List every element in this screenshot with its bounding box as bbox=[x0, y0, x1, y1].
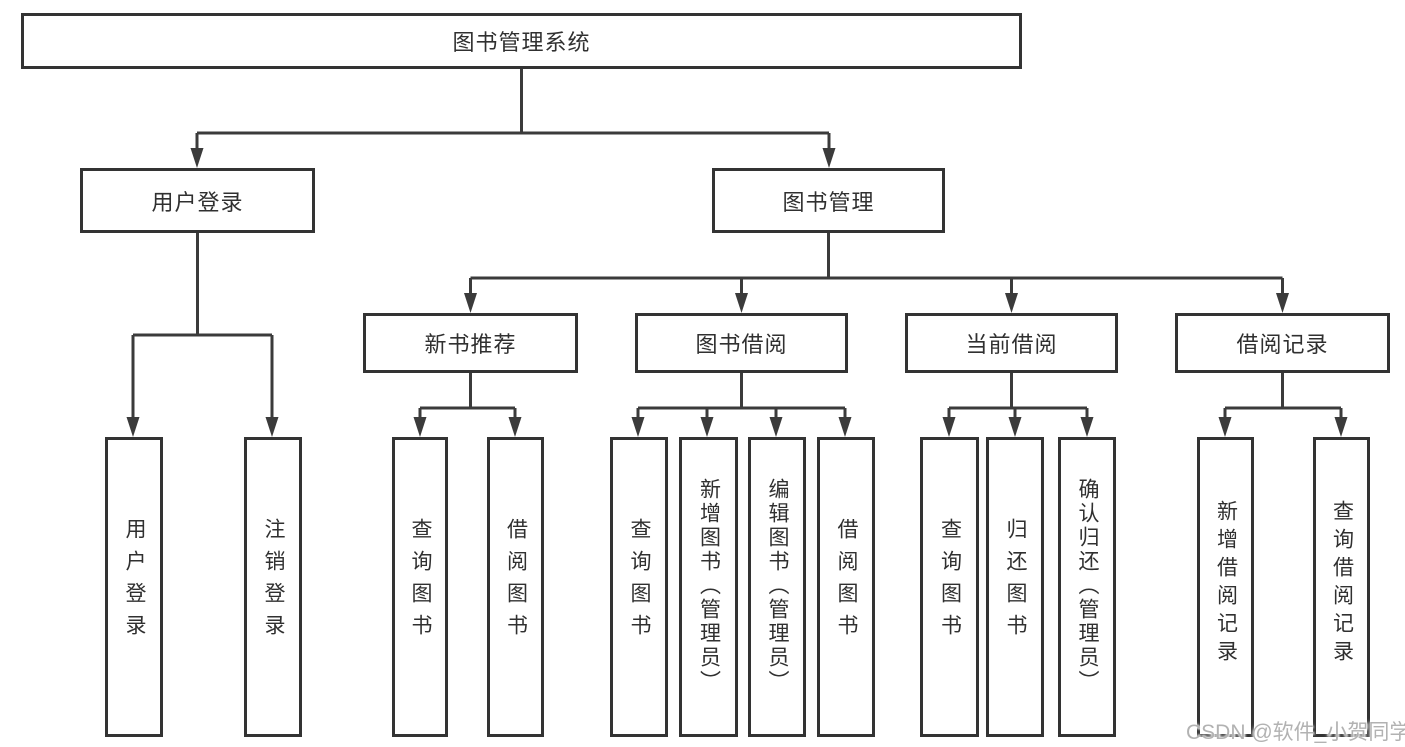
node-root: 图书管理系统 bbox=[21, 13, 1022, 69]
leaf-return-books-label: 归还图书 bbox=[1004, 517, 1027, 646]
leaf-user-login: 用户登录 bbox=[105, 437, 163, 737]
leaf-add-borrow-record-label: 新增借阅记录 bbox=[1214, 499, 1238, 668]
node-user-login: 用户登录 bbox=[80, 168, 315, 233]
leaf-query-books-current-label: 查询图书 bbox=[938, 517, 962, 646]
node-user-login-label: 用户登录 bbox=[151, 189, 244, 215]
node-book-borrow-label: 图书借阅 bbox=[695, 332, 788, 357]
node-book-borrow: 图书借阅 bbox=[635, 313, 848, 373]
node-current-borrow-label: 当前借阅 bbox=[965, 332, 1058, 357]
leaf-add-books-admin-label: 新增图书（管理员） bbox=[697, 477, 721, 694]
node-root-label: 图书管理系统 bbox=[452, 30, 591, 55]
leaf-query-borrow-record-label: 查询借阅记录 bbox=[1330, 499, 1354, 668]
watermark-text: CSDN @软件_小贺同学 bbox=[1186, 721, 1405, 744]
leaf-edit-books-admin-label: 编辑图书（管理员） bbox=[766, 477, 789, 694]
leaf-borrow-books-label: 借阅图书 bbox=[835, 517, 858, 646]
leaf-query-books-current: 查询图书 bbox=[920, 437, 979, 737]
node-new-book-recommend: 新书推荐 bbox=[363, 313, 578, 373]
leaf-return-books: 归还图书 bbox=[986, 437, 1044, 737]
node-new-book-recommend-label: 新书推荐 bbox=[424, 332, 517, 357]
leaf-logout: 注销登录 bbox=[244, 437, 302, 737]
arrow-down-icon bbox=[126, 148, 1348, 437]
leaf-query-books-borrow-label: 查询图书 bbox=[628, 517, 651, 646]
leaf-edit-books-admin: 编辑图书（管理员） bbox=[748, 437, 806, 737]
leaf-add-borrow-record: 新增借阅记录 bbox=[1197, 437, 1254, 737]
leaf-confirm-return-admin-label: 确认归还（管理员） bbox=[1076, 477, 1099, 694]
node-borrow-records-label: 借阅记录 bbox=[1236, 332, 1329, 357]
leaf-user-login-label: 用户登录 bbox=[123, 517, 146, 646]
leaf-add-books-admin: 新增图书（管理员） bbox=[679, 437, 738, 737]
leaf-logout-label: 注销登录 bbox=[262, 517, 285, 646]
leaf-query-books-borrow: 查询图书 bbox=[610, 437, 668, 737]
node-book-management: 图书管理 bbox=[712, 168, 945, 233]
leaf-borrow-books: 借阅图书 bbox=[817, 437, 875, 737]
node-current-borrow: 当前借阅 bbox=[905, 313, 1118, 373]
leaf-borrow-books-recommend-label: 借阅图书 bbox=[504, 517, 528, 646]
tree-edges bbox=[131, 69, 1343, 419]
leaf-query-books-recommend-label: 查询图书 bbox=[409, 517, 432, 646]
node-book-management-label: 图书管理 bbox=[782, 189, 875, 215]
leaf-confirm-return-admin: 确认归还（管理员） bbox=[1058, 437, 1116, 737]
leaf-query-borrow-record: 查询借阅记录 bbox=[1313, 437, 1370, 737]
leaf-borrow-books-recommend: 借阅图书 bbox=[487, 437, 544, 737]
leaf-query-books-recommend: 查询图书 bbox=[392, 437, 448, 737]
node-borrow-records: 借阅记录 bbox=[1175, 313, 1390, 373]
